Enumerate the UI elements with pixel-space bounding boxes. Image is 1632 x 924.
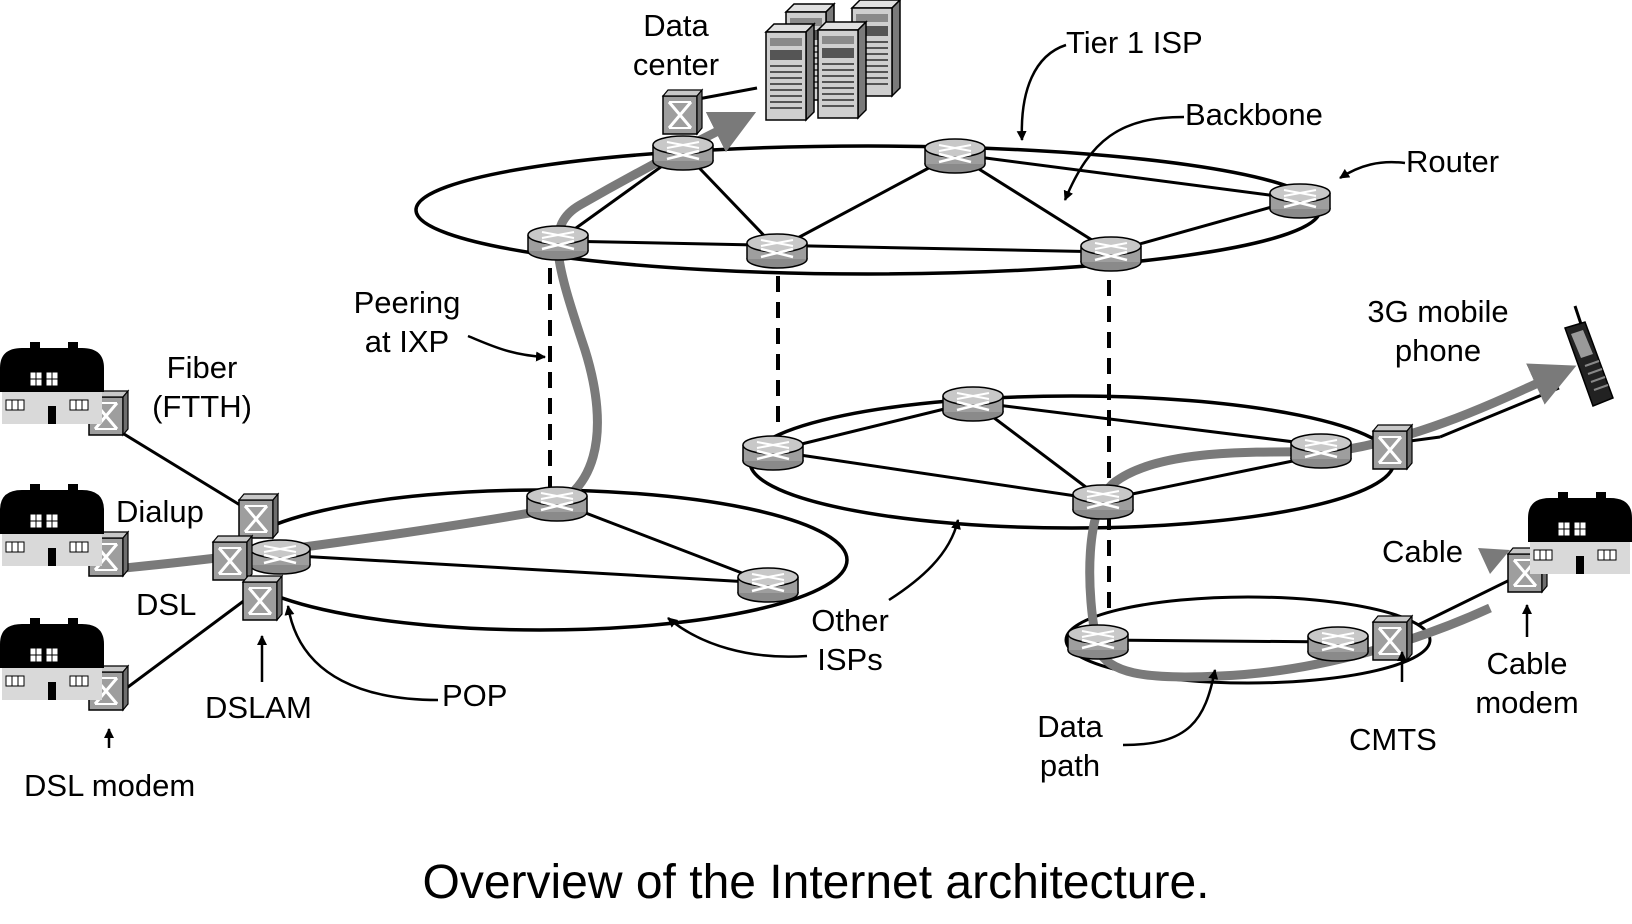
access-links <box>123 86 758 692</box>
isp-router <box>941 385 1005 423</box>
dialup-house-icon <box>0 483 105 567</box>
router-label: Router <box>1406 144 1499 179</box>
mobile-label-line2: phone <box>1395 333 1481 368</box>
other-isps-label-line2: ISPs <box>817 642 882 677</box>
pop-switch <box>211 534 254 582</box>
server-rack-icon <box>817 21 867 119</box>
cable-modem-label-line1: Cable <box>1487 646 1568 681</box>
dsl-house-icon <box>0 617 105 701</box>
isp-router <box>741 434 805 472</box>
dslam-label: DSLAM <box>205 690 312 725</box>
cable-house-icon <box>1527 491 1632 575</box>
cable-modem-label-line2: modem <box>1475 685 1578 720</box>
datacenter-switch <box>661 88 704 136</box>
mobile-label-line1: 3G mobile <box>1367 294 1508 329</box>
dialup-label: Dialup <box>116 494 204 529</box>
pop-ring-router <box>736 566 800 604</box>
dsl-modem-label: DSL modem <box>24 768 195 803</box>
backbone-router <box>526 224 590 262</box>
mobile-phone-icon <box>1563 304 1615 408</box>
backbone-router <box>1268 182 1332 220</box>
data-path-cable-arrowhead <box>1478 548 1510 574</box>
peering-label-line1: Peering <box>354 285 461 320</box>
dslam-switch <box>241 574 284 622</box>
fiber-label-line2: (FTTH) <box>152 389 252 424</box>
isp-router <box>1289 432 1353 470</box>
cable-isp-ring <box>1064 595 1432 685</box>
server-rack-icon <box>765 23 815 121</box>
pop-router <box>248 538 312 576</box>
cable-label: Cable <box>1382 534 1463 569</box>
tier1-isp-label: Tier 1 ISP <box>1066 25 1203 60</box>
cable-isp-router <box>1306 625 1370 663</box>
middle-isp-links <box>772 386 1560 502</box>
other-isps-label-line1: Other <box>811 603 889 638</box>
dialup-switch <box>237 492 280 540</box>
backbone-router <box>745 232 809 270</box>
data-path-datacenter <box>123 111 757 573</box>
backbone-router <box>923 137 987 175</box>
pop-ring-links <box>279 500 769 585</box>
peering-links <box>548 268 1111 612</box>
pop-ring-router <box>525 485 589 523</box>
pop-label: POP <box>442 678 507 713</box>
label-arrows <box>104 43 1532 748</box>
cable-isp-router <box>1066 623 1130 661</box>
fiber-house-icon <box>0 341 105 425</box>
data-path-label-line1: Data <box>1037 709 1103 744</box>
data-center-label-line2: center <box>633 47 719 82</box>
peering-label-line2: at IXP <box>365 324 449 359</box>
backbone-label: Backbone <box>1185 97 1323 132</box>
fiber-label-line1: Fiber <box>167 350 238 385</box>
data-center-label-line1: Data <box>643 8 709 43</box>
mobile-base-switch <box>1371 423 1414 471</box>
data-path-label-line2: path <box>1040 748 1100 783</box>
backbone-router <box>1079 235 1143 273</box>
cmts-label: CMTS <box>1349 722 1437 757</box>
isp-router <box>1071 483 1135 521</box>
backbone-router <box>651 134 715 172</box>
cmts-switch <box>1371 614 1414 662</box>
figure-caption: Overview of the Internet architecture. <box>422 856 1209 909</box>
dsl-label: DSL <box>136 587 196 622</box>
